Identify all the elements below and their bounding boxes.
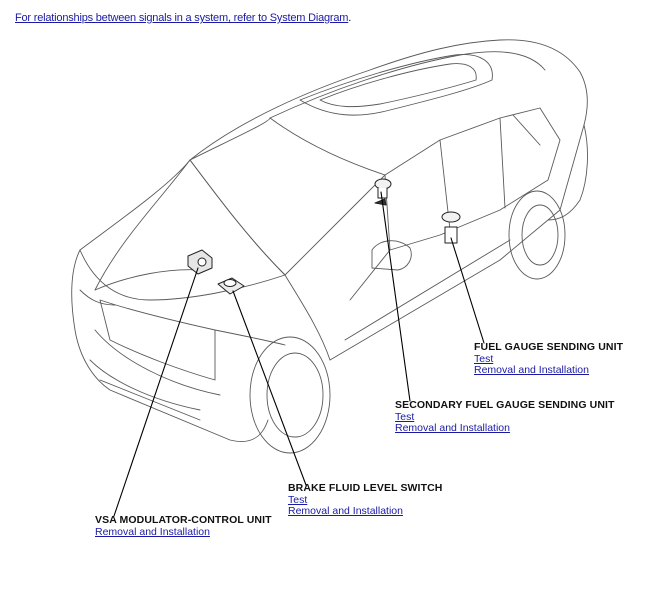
secondary-fuel-leader-line (380, 191, 411, 402)
secondary-fuel-gauge-title: SECONDARY FUEL GAUGE SENDING UNIT (395, 399, 615, 411)
vsa-modulator-icon (187, 249, 213, 275)
fuel-gauge-callout: FUEL GAUGE SENDING UNIT Test Removal and… (474, 341, 624, 377)
vsa-removal-link[interactable]: Removal and Installation (95, 525, 210, 538)
fuel-gauge-removal-link[interactable]: Removal and Installation (474, 364, 589, 376)
secondary-fuel-gauge-callout: SECONDARY FUEL GAUGE SENDING UNIT Test R… (395, 399, 615, 435)
brake-fluid-title: BRAKE FLUID LEVEL SWITCH (288, 482, 443, 494)
secondary-fuel-gauge-test-link[interactable]: Test (395, 410, 415, 423)
system-diagram-reference: For relationships between signals in a s… (15, 12, 351, 24)
secondary-fuel-gauge-removal-link[interactable]: Removal and Installation (395, 422, 510, 434)
period: . (348, 12, 352, 24)
component-glyphs (187, 178, 461, 295)
vsa-title: VSA MODULATOR-CONTROL UNIT (95, 514, 272, 526)
brake-fluid-switch-icon (217, 277, 245, 295)
system-diagram-link[interactable]: For relationships between signals in a s… (15, 12, 349, 24)
brake-fluid-removal-link[interactable]: Removal and Installation (288, 505, 403, 517)
fuel-gauge-icon (441, 211, 461, 244)
brake-fluid-callout: BRAKE FLUID LEVEL SWITCH Test Removal an… (288, 482, 443, 518)
brake-fluid-test-link[interactable]: Test (288, 493, 308, 506)
vsa-leader-line (113, 267, 199, 517)
vehicle-illustration (71, 39, 588, 454)
fuel-leader-line (450, 237, 485, 344)
leader-lines (113, 191, 485, 517)
brake-leader-line (232, 290, 307, 486)
fuel-gauge-title: FUEL GAUGE SENDING UNIT (474, 341, 624, 353)
secondary-fuel-gauge-icon (374, 178, 392, 206)
vsa-callout: VSA MODULATOR-CONTROL UNIT Removal and I… (95, 514, 272, 538)
fuel-gauge-test-link[interactable]: Test (474, 352, 494, 365)
